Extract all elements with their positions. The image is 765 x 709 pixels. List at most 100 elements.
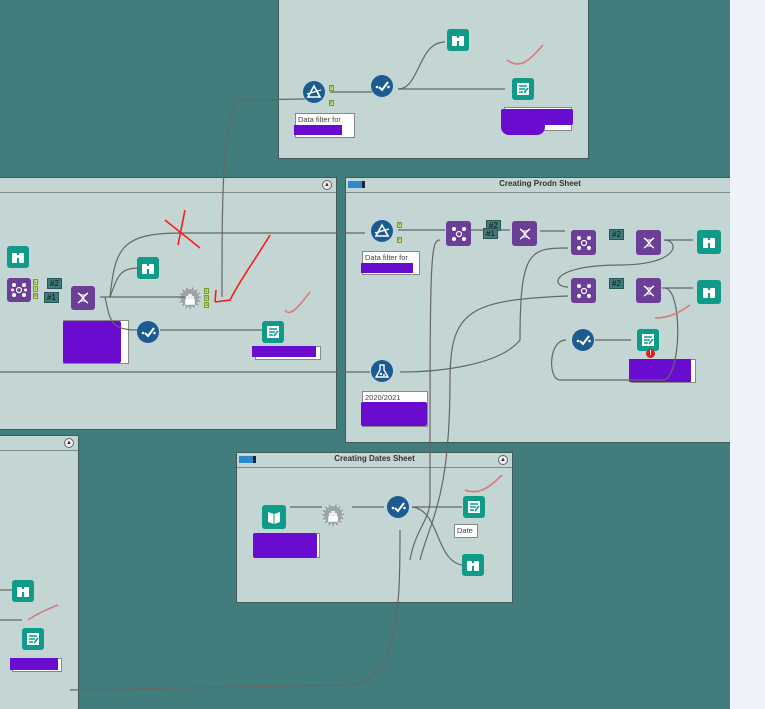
dna-tool[interactable] <box>636 230 661 255</box>
container-vals-sheet[interactable]: T F Data filter for <box>278 0 589 159</box>
redaction <box>501 121 545 135</box>
container-prodn-sheet[interactable]: Creating Prodn Sheet T F Data filter for… <box>345 177 730 443</box>
select-check-icon <box>375 81 390 92</box>
redaction <box>361 402 427 426</box>
error-icon[interactable]: ! <box>646 349 655 358</box>
binoculars-icon <box>12 253 24 263</box>
anchor-F[interactable]: F <box>329 100 334 106</box>
block-until-done-tool[interactable] <box>179 287 201 309</box>
redaction <box>294 125 342 135</box>
browse-tool[interactable] <box>697 230 721 254</box>
redaction <box>63 321 121 363</box>
join-icon <box>11 283 27 297</box>
binoculars-icon <box>452 36 464 46</box>
anchor-3[interactable]: 3 <box>204 302 209 308</box>
output-data-icon <box>267 326 279 338</box>
join-icon <box>451 226 466 241</box>
redaction <box>629 359 691 382</box>
hand-stop-icon <box>185 294 195 305</box>
output-tool[interactable] <box>512 78 534 100</box>
anchor-T[interactable]: T <box>329 85 334 91</box>
container-disable-toggle[interactable] <box>348 181 365 188</box>
anchor-L[interactable]: L <box>33 279 38 285</box>
annotation-text: 2020/2021 <box>365 393 401 402</box>
collapse-button[interactable]: ▲ <box>498 455 508 465</box>
output-tool[interactable] <box>463 496 485 518</box>
select-tool[interactable] <box>572 329 594 351</box>
select-tool[interactable] <box>387 496 409 518</box>
anchor-1[interactable]: 1 <box>204 288 209 294</box>
select-check-icon <box>576 335 591 346</box>
container-header <box>0 178 336 193</box>
anchor-2[interactable]: 2 <box>204 295 209 301</box>
union-number-1[interactable]: #1 <box>483 228 498 239</box>
join-icon <box>576 235 591 250</box>
anchor-R[interactable]: R <box>33 293 38 299</box>
browse-tool[interactable] <box>137 257 159 279</box>
output-data-icon <box>468 501 480 513</box>
container-remaining-pov[interactable]: ▲ L J R #2 #1 1 2 3 <box>0 177 337 430</box>
container-title: Creating Dates Sheet <box>334 454 415 463</box>
join-tool[interactable] <box>571 230 596 255</box>
output-tool[interactable] <box>637 329 659 351</box>
select-check-icon <box>141 327 156 338</box>
browse-tool[interactable] <box>697 280 721 304</box>
output-tool[interactable] <box>22 628 44 650</box>
filter-tool[interactable] <box>371 220 393 242</box>
join-tool[interactable] <box>7 278 31 302</box>
select-check-icon <box>391 502 406 513</box>
union-number-2[interactable]: #2 <box>609 278 624 289</box>
dna-icon <box>519 227 530 240</box>
union-number-2[interactable]: #2 <box>47 278 62 289</box>
output-tool[interactable] <box>262 321 284 343</box>
filter-tool[interactable] <box>303 81 325 103</box>
collapse-button[interactable]: ▲ <box>322 180 332 190</box>
redaction <box>253 533 317 558</box>
join-tool[interactable] <box>571 278 596 303</box>
union-number-1[interactable]: #1 <box>44 292 59 303</box>
block-until-done-tool[interactable] <box>322 504 344 526</box>
container-header <box>0 436 78 451</box>
input-data-tool[interactable] <box>262 505 286 529</box>
anchor-T[interactable]: T <box>397 222 402 228</box>
dna-tool[interactable] <box>71 286 95 310</box>
container-header <box>346 178 730 193</box>
container-muv-detail[interactable]: ▲ <box>0 435 79 709</box>
dna-icon <box>77 292 89 304</box>
formula-tool[interactable] <box>371 360 393 382</box>
workflow-canvas[interactable]: T F Data filter for ▲ L J R #2 # <box>0 0 730 709</box>
output-data-icon <box>517 83 529 95</box>
browse-tool[interactable] <box>447 29 469 51</box>
redaction <box>10 658 58 670</box>
join-icon <box>576 283 591 298</box>
container-dates-sheet[interactable]: Creating Dates Sheet ▲ Date <box>236 452 513 603</box>
union-number-2[interactable]: #2 <box>609 229 624 240</box>
output-data-icon <box>27 633 39 645</box>
book-icon <box>268 512 280 524</box>
dna-tool[interactable] <box>512 221 537 246</box>
right-panel-strip <box>730 0 765 709</box>
browse-tool[interactable] <box>12 580 34 602</box>
output-data-icon <box>642 334 654 346</box>
browse-tool[interactable] <box>7 246 29 268</box>
select-tool[interactable] <box>371 75 393 97</box>
hand-stop-icon <box>328 511 338 522</box>
binoculars-icon <box>17 587 29 597</box>
redaction <box>361 263 413 273</box>
dna-icon <box>643 236 654 249</box>
container-disable-toggle[interactable] <box>239 456 256 463</box>
binoculars-icon <box>142 264 154 274</box>
binoculars-icon <box>467 561 479 571</box>
anchor-J[interactable]: J <box>33 286 38 292</box>
binoculars-icon <box>703 238 715 248</box>
select-tool[interactable] <box>137 321 159 343</box>
collapse-button[interactable]: ▲ <box>64 438 74 448</box>
container-header <box>237 453 512 468</box>
dna-tool[interactable] <box>636 278 661 303</box>
filter-icon <box>374 223 390 237</box>
anchor-F[interactable]: F <box>397 237 402 243</box>
filter-icon <box>306 84 322 98</box>
browse-tool[interactable] <box>462 554 484 576</box>
join-tool[interactable] <box>446 221 471 246</box>
flask-icon <box>374 364 390 378</box>
